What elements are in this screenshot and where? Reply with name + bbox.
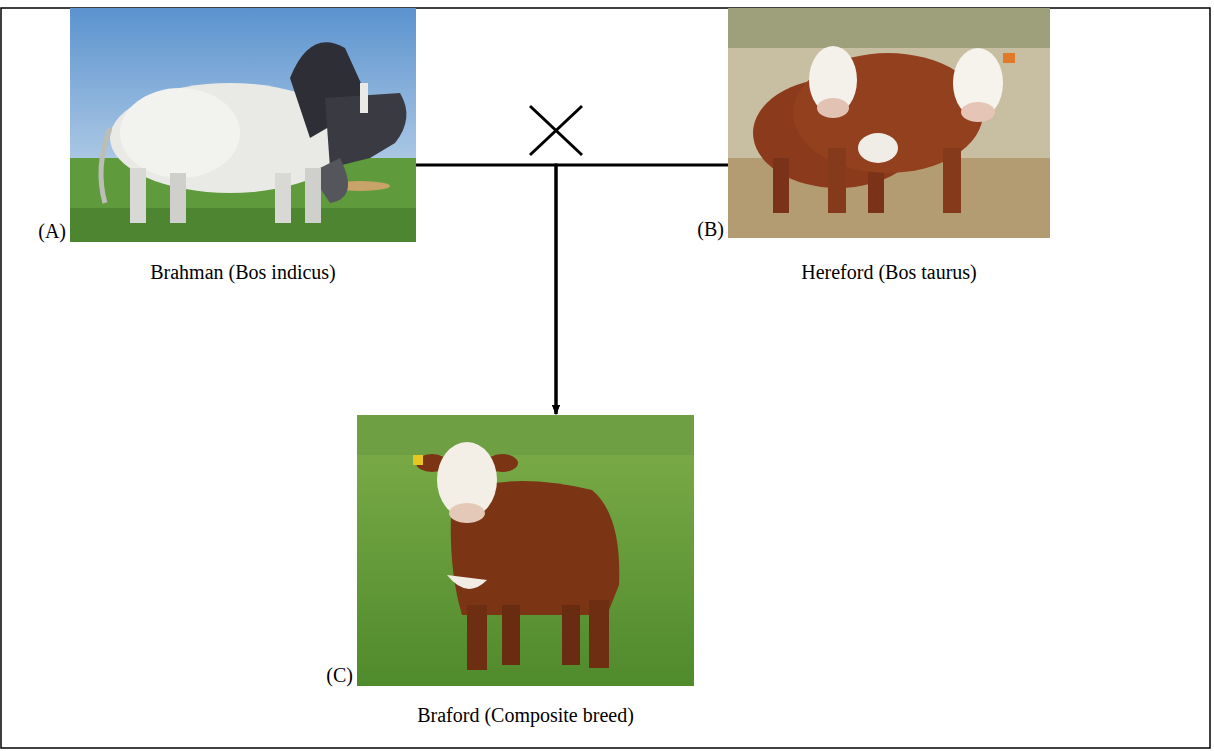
figure-label: (B) [697,218,724,240]
cross-arrow [556,165,728,414]
braford-photo [357,415,694,686]
brahman-photo [70,8,416,242]
photo-node: (C)Braford (Composite breed) [357,415,694,686]
figure-label: (C) [326,664,353,686]
photo-node: (A)Brahman (Bos indicus) [70,8,416,242]
photo-node: (B)Hereford (Bos taurus) [728,8,1050,238]
cross-arrow [416,165,556,414]
hereford-photo [728,8,1050,238]
breed-caption: Brahman (Bos indicus) [150,260,336,284]
figure-label: (A) [38,220,66,242]
cross-symbol [530,106,582,155]
breed-caption: Hereford (Bos taurus) [801,260,977,284]
outer-frame [1,8,1210,748]
breed-caption: Braford (Composite breed) [417,703,634,727]
